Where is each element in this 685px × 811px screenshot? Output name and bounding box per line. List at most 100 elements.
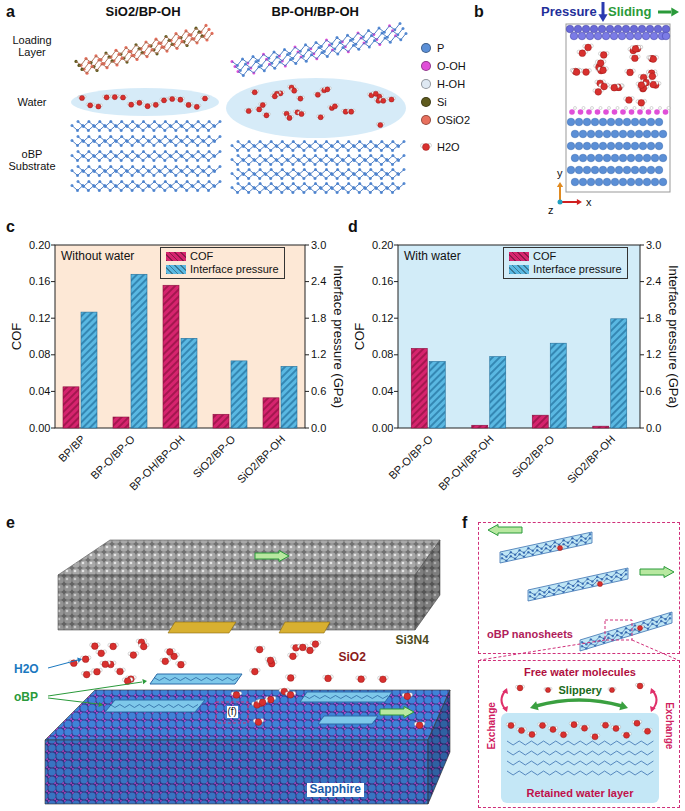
tick-mark — [51, 354, 55, 355]
illustration-part — [587, 154, 595, 162]
illustration-part — [378, 122, 383, 127]
illustration-part — [226, 78, 406, 138]
illustration-part — [110, 705, 198, 708]
illustration-part — [603, 130, 611, 138]
illustration-part — [623, 118, 631, 126]
illustration-part — [178, 661, 185, 668]
panel-letter: c — [6, 218, 15, 236]
tick-mark — [640, 428, 644, 429]
axis-tick-label: 1.8 — [311, 312, 326, 325]
material-label: SiO2 — [337, 651, 368, 665]
legend-text: Interface pressure — [190, 263, 279, 276]
axis-title: Interface pressure (GPa) — [330, 264, 345, 407]
illustration-part — [639, 142, 647, 150]
axis-tick-label: 0.6 — [311, 385, 326, 398]
illustration-part — [325, 87, 330, 92]
illustration-part — [71, 88, 219, 116]
illustration-part — [602, 722, 608, 728]
illustration-part — [632, 55, 639, 62]
illustration-part — [117, 668, 124, 675]
legend-text: Interface pressure — [533, 263, 622, 276]
illustration-part — [599, 142, 607, 150]
tick-mark — [305, 318, 309, 319]
illustration-part — [582, 107, 585, 110]
axis-tick-label: 0.08 — [372, 348, 393, 361]
illustration-part — [91, 643, 98, 650]
illustration-part — [267, 696, 274, 703]
illustration-part — [579, 130, 587, 138]
tick-mark — [394, 428, 398, 429]
node-label: oBP nanosheets — [487, 628, 573, 641]
illustration-part — [585, 44, 592, 51]
illustration-part — [178, 97, 183, 102]
tick-mark — [394, 281, 398, 282]
illustration-part — [232, 160, 398, 165]
illustration-part — [287, 115, 292, 120]
illustration-part — [102, 661, 109, 668]
illustration-part — [607, 142, 615, 150]
illustration-part — [663, 109, 669, 115]
illustration-part — [140, 643, 147, 650]
atom-swatch — [421, 43, 431, 53]
pressure-bar — [181, 338, 197, 428]
illustration-part — [557, 545, 562, 550]
illustration-part — [579, 50, 586, 57]
axis-tick-label: 0.6 — [646, 385, 661, 398]
force-label: Sliding — [608, 5, 651, 20]
illustration-part — [45, 690, 450, 740]
illustration-part — [619, 178, 627, 186]
illustration-part — [646, 109, 652, 115]
illustration-part — [96, 104, 101, 109]
illustration-part — [560, 201, 577, 203]
illustration-part — [620, 109, 626, 115]
illustration-part — [260, 102, 265, 107]
illustration-part — [597, 60, 604, 67]
illustration-part — [304, 696, 388, 699]
illustration-part — [635, 130, 643, 138]
illustration-part — [194, 104, 199, 109]
node-label: Exchange — [663, 702, 675, 749]
illustration-part — [650, 56, 657, 63]
illustration-part — [618, 32, 626, 40]
illustration-part — [500, 532, 592, 563]
illustration-part — [78, 182, 220, 187]
illustration-part — [573, 69, 580, 76]
illustration-part — [259, 699, 266, 706]
illustration-part — [78, 167, 220, 172]
illustration-part — [583, 69, 590, 76]
illustration-part — [507, 761, 653, 765]
illustration-part — [582, 614, 670, 644]
illustration-part — [502, 706, 508, 712]
illustration-part — [627, 130, 635, 138]
layer-label: Loading Layer — [6, 34, 58, 59]
force-label: Pressure — [541, 5, 597, 20]
illustration-part — [137, 100, 142, 105]
legend-swatch — [166, 265, 186, 274]
axis-tick-label: 1.2 — [311, 348, 326, 361]
node-label: Slippery — [559, 684, 602, 697]
illustration-part — [627, 178, 635, 186]
illustration-part — [120, 95, 125, 100]
illustration-part — [575, 118, 583, 126]
illustration-part — [603, 109, 609, 115]
illustration-part — [580, 612, 672, 651]
illustration-part — [635, 178, 643, 186]
illustration-part — [389, 97, 394, 102]
water-band: Retained water layer — [501, 713, 659, 803]
axis-tick-label: 0.0 — [646, 422, 661, 435]
illustration-part — [591, 118, 599, 126]
illustration-part — [78, 122, 220, 127]
illustration-part — [517, 685, 523, 691]
legend-row: COF — [509, 250, 622, 263]
illustration-part — [578, 32, 586, 40]
illustration-part — [48, 682, 142, 696]
illustration-part — [299, 644, 306, 651]
illustration-part — [611, 84, 618, 91]
illustration-part — [608, 107, 611, 110]
category-label: SiO2/BP-OH — [565, 432, 618, 485]
illustration-part — [45, 740, 428, 804]
illustration-part — [634, 720, 640, 726]
axis-tick-label: 0.00 — [372, 422, 393, 435]
panel-heading: SiO2/BP-OH — [106, 5, 181, 20]
material-label: oBP — [14, 691, 38, 705]
